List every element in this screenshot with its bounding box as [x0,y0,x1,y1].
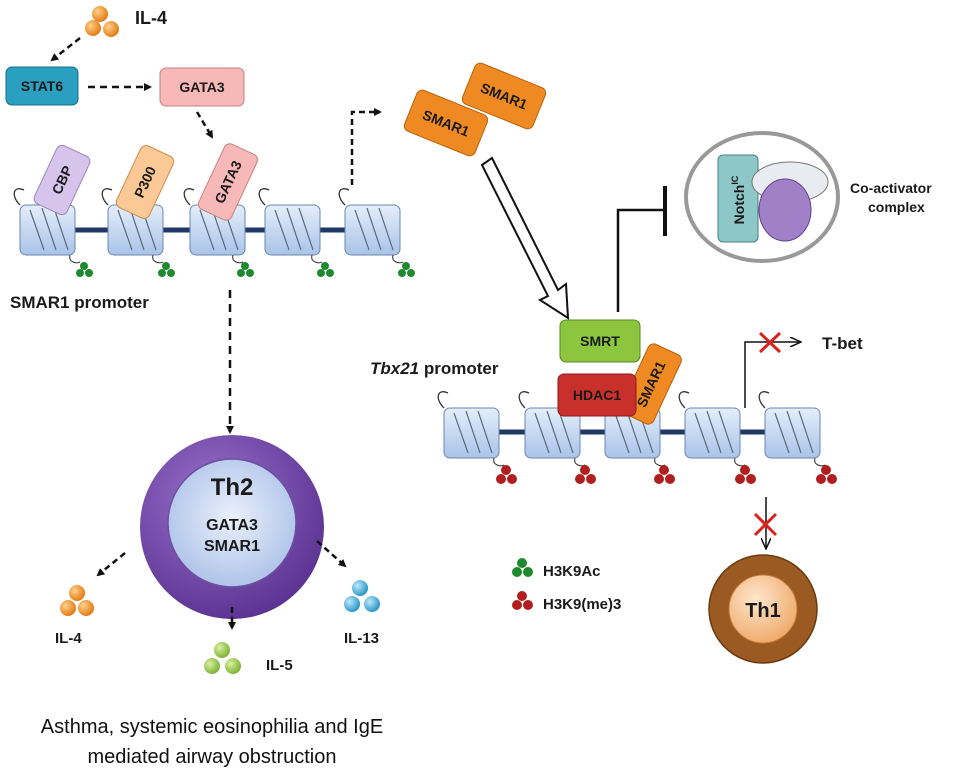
hdac1-factor: HDAC1 [557,373,637,417]
th1-block-x-icon [753,512,778,537]
il4-bottom-label: IL-4 [55,630,82,647]
smar1-protein-b: SMAR1 [461,62,547,130]
tbx21-promoter-suffix: promoter [419,359,499,378]
coactivator-label-1: Co-activator [850,180,932,196]
legend-h3k9ac-swatch [512,558,533,577]
legend: H3K9Ac H3K9(me)3 [512,558,621,613]
legend-h3k9me3-swatch [512,591,533,610]
legend-h3k9me3-label: H3K9(me)3 [543,596,621,613]
il13-cluster [344,580,380,612]
gata3-box: GATA3 [159,67,245,107]
gata3-top-label: GATA3 [179,79,225,95]
tbet-block-x-icon [758,331,782,354]
gata3-binding-arrow [195,111,214,139]
il13-label: IL-13 [344,630,379,647]
nucleosome [258,188,321,256]
smar1-expression-arrow [350,108,382,185]
smar1-promoter-chromatin [13,188,401,256]
h3k9ac-mark [392,254,415,277]
th1-label: Th1 [745,600,781,622]
hdac1-label: HDAC1 [573,387,621,403]
nucleosome [338,188,401,256]
inhibition-line [616,208,665,312]
notch-ic-superscript: IC [730,175,740,185]
p300-factor: P300 [115,145,175,219]
caption-line-1: Asthma, systemic eosinophilia and IgE [41,716,383,738]
smrt-factor: SMRT [559,319,641,363]
gata3-bound-factor: GATA3 [197,143,259,221]
il4-cluster-top [85,6,119,37]
nucleosome [758,391,821,459]
legend-h3k9ac-label: H3K9Ac [543,563,601,580]
th2-gata3-label: GATA3 [206,517,258,534]
th2-smar1-label: SMAR1 [204,538,260,555]
h3k9me3-mark [654,457,675,484]
h3k9ac-mark [232,254,254,277]
smar1-promoter-label: SMAR1 promoter [10,293,149,312]
smrt-label: SMRT [580,333,620,349]
h3k9ac-mark [69,254,93,277]
stat6-box: STAT6 [5,66,79,106]
tbet-label: T-bet [822,334,863,353]
tbx21-italic: Tbx21 [370,359,419,378]
coactivator-label-2: complex [868,199,925,215]
notch-label: Notch [731,185,747,225]
il5-label: IL-5 [266,657,293,674]
il5-cluster [204,642,241,674]
nucleosome [518,391,581,459]
h3k9me3-mark [814,457,837,484]
stat6-label: STAT6 [21,78,63,94]
cbp-factor: CBP [33,144,91,216]
smar1-protein-a: SMAR1 [403,89,489,157]
tbet-transcription-arrow [744,342,800,408]
h3k9ac-mark [152,254,175,277]
svg-text:NotchIC: NotchIC [730,175,747,224]
th1-cell: Th1 [708,554,818,664]
th2-label: Th2 [211,474,254,501]
nucleosome [101,188,164,256]
h3k9me3-mark [734,457,756,484]
smar1-recruitment-arrow [480,156,570,320]
il4-cluster-bottom [60,585,94,616]
notch-label-group: NotchIC [730,175,747,224]
il13-secretion-arrow [316,540,347,568]
nucleosome [437,391,500,459]
tbx21-promoter-label: Tbx21 promoter [370,359,499,378]
coactivator-complex: NotchIC [684,131,840,263]
il4-secretion-arrow [96,552,126,577]
th2-cell: Th2 GATA3 SMAR1 [140,435,324,619]
h3k9ac-mark [311,254,334,277]
il4-top-label: IL-4 [135,8,167,28]
nucleosome [678,391,741,459]
il4-to-stat6-arrow [50,37,81,62]
h3k9me3-mark [493,457,517,484]
h3k9me3-mark [574,457,596,484]
caption-line-2: mediated airway obstruction [87,746,336,768]
